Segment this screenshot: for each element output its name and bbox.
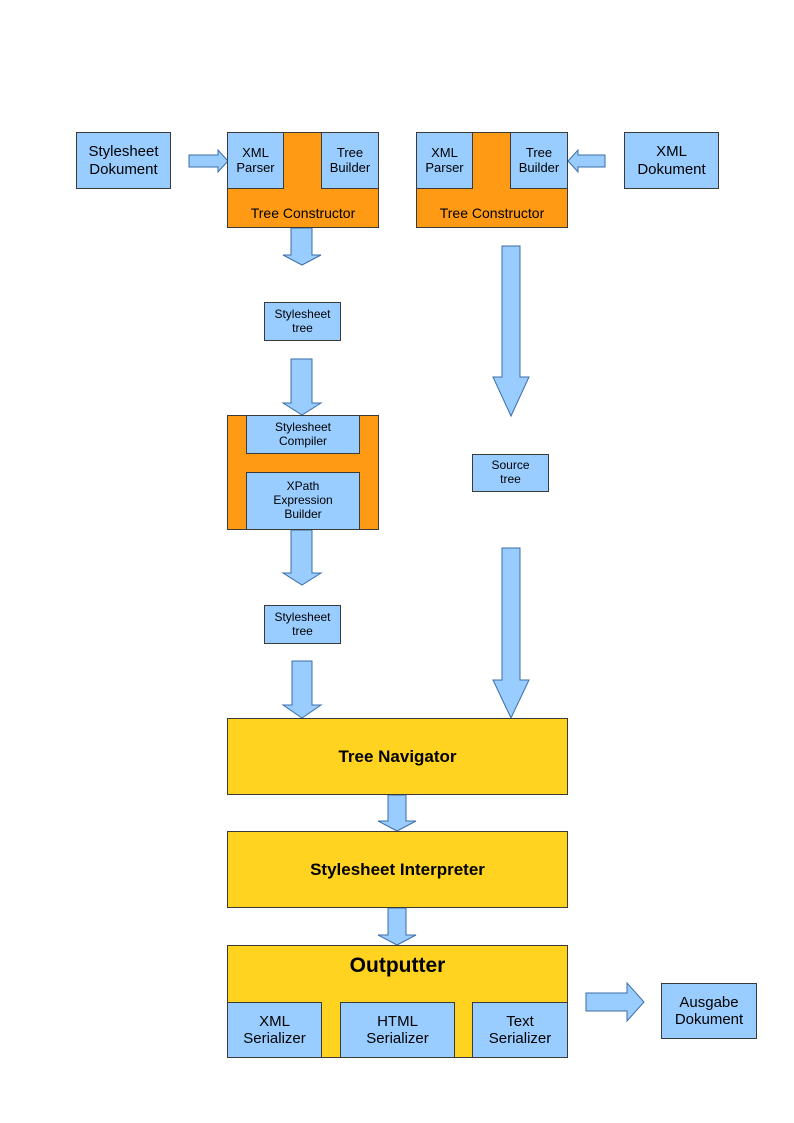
right-tree-constructor-label: Tree Constructor	[439, 204, 545, 221]
outputter-title: Outputter	[349, 954, 446, 977]
arrow-stylesheet-tree-2-to-navigator	[281, 660, 323, 719]
stylesheet-dokument-box: Stylesheet Dokument	[76, 132, 171, 189]
arrow-interpreter-to-outputter	[377, 907, 417, 946]
arrow-xml-doc-to-builder	[567, 148, 606, 174]
stylesheet-compiler-box: Stylesheet Compiler	[246, 415, 360, 454]
stylesheet-tree-box-1: Stylesheet tree	[264, 302, 341, 341]
right-xml-parser-box: XML Parser	[416, 132, 473, 189]
xml-serializer-box: XML Serializer	[227, 1002, 322, 1058]
arrow-stylesheet-to-parser	[188, 148, 229, 174]
arrow-right-constructor-to-source-tree	[492, 245, 530, 418]
arrow-compiler-to-stylesheet-tree-2	[281, 529, 323, 586]
arrow-outputter-to-ausgabe	[585, 981, 645, 1023]
stylesheet-tree-box-2: Stylesheet tree	[264, 605, 341, 644]
arrow-navigator-to-interpreter	[377, 794, 417, 832]
tree-navigator-box: Tree Navigator	[227, 718, 568, 795]
xml-dokument-box: XML Dokument	[624, 132, 719, 189]
source-tree-box: Source tree	[472, 454, 549, 492]
arrow-source-tree-to-navigator	[492, 547, 530, 720]
arrow-stylesheet-tree-to-compiler	[281, 358, 323, 416]
html-serializer-box: HTML Serializer	[340, 1002, 455, 1058]
ausgabe-dokument-box: Ausgabe Dokument	[661, 983, 757, 1039]
stylesheet-interpreter-box: Stylesheet Interpreter	[227, 831, 568, 908]
left-tree-builder-box: Tree Builder	[321, 132, 379, 189]
text-serializer-box: Text Serializer	[472, 1002, 568, 1058]
right-tree-builder-box: Tree Builder	[510, 132, 568, 189]
left-tree-constructor-label: Tree Constructor	[250, 204, 356, 221]
xpath-expression-builder-box: XPath Expression Builder	[246, 472, 360, 530]
left-xml-parser-box: XML Parser	[227, 132, 284, 189]
arrow-constructor-to-stylesheet-tree	[282, 227, 322, 266]
